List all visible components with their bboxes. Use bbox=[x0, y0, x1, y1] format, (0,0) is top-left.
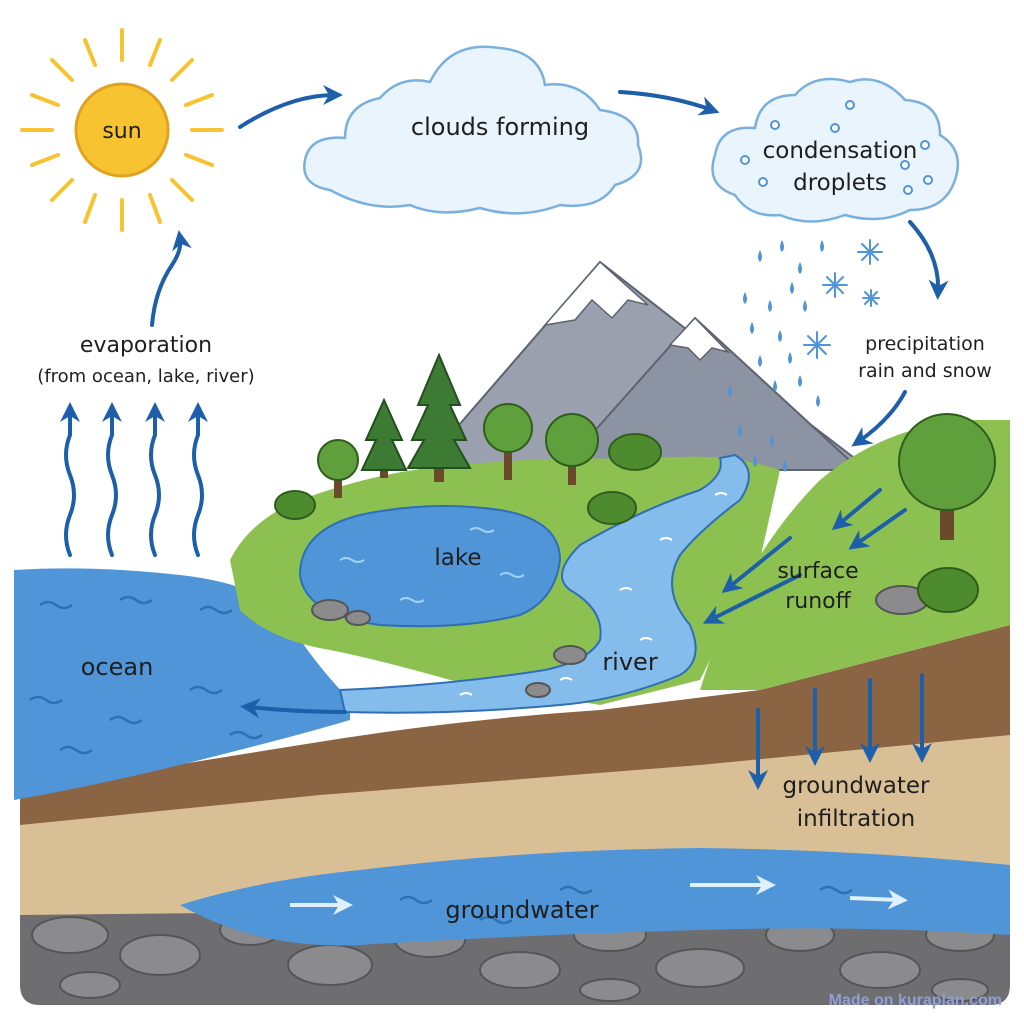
lake bbox=[298, 505, 562, 628]
sun bbox=[20, 28, 224, 232]
label-infiltration-line1: groundwater bbox=[783, 773, 930, 799]
round-tree bbox=[317, 439, 359, 498]
runoff-arrows bbox=[702, 488, 907, 624]
pine-tree bbox=[406, 352, 472, 482]
snowflake-icon bbox=[822, 272, 848, 298]
label-condensation-line2: droplets bbox=[793, 170, 887, 196]
snow-cap bbox=[543, 260, 649, 327]
label-surface-runoff-line2: runoff bbox=[785, 589, 851, 614]
groundwater-flow-arrow bbox=[849, 889, 908, 910]
label-precipitation-line2: rain and snow bbox=[858, 360, 992, 382]
label-evaporation-line1: evaporation bbox=[80, 333, 212, 358]
evaporation-arrows bbox=[60, 402, 208, 557]
snowflake-icon bbox=[862, 289, 880, 307]
arrow-cloud-to-condensation bbox=[618, 90, 720, 116]
arrow-condensation-to-precipitation bbox=[908, 220, 949, 300]
label-surface-runoff-line1: surface bbox=[777, 559, 858, 584]
cloud-forming bbox=[303, 45, 643, 215]
label-evaporation-line2: (from ocean, lake, river) bbox=[37, 366, 254, 387]
label-groundwater: groundwater bbox=[445, 896, 598, 924]
snowflakes bbox=[803, 239, 883, 359]
arrow-river-to-ocean bbox=[240, 698, 347, 719]
mountains bbox=[417, 260, 873, 471]
groundwater-aquifer bbox=[180, 848, 1010, 946]
label-condensation-line1: condensation bbox=[763, 138, 918, 164]
arrow-evaporation-to-sun bbox=[150, 230, 192, 327]
watermark: Made on kuraplan.com bbox=[829, 992, 1002, 1009]
label-precipitation-line1: precipitation bbox=[865, 333, 985, 355]
snowflake-icon bbox=[803, 331, 831, 359]
round-tree bbox=[483, 403, 533, 480]
labels: sun clouds forming condensation droplets… bbox=[37, 113, 992, 924]
label-ocean: ocean bbox=[81, 653, 154, 681]
arrow-precipitation-to-land bbox=[851, 390, 907, 447]
cloud-condensation bbox=[711, 77, 960, 223]
round-tree bbox=[898, 413, 996, 540]
pine-tree bbox=[360, 397, 408, 478]
label-infiltration-line2: infiltration bbox=[797, 806, 915, 832]
soil-layer bbox=[20, 625, 1010, 825]
label-clouds-forming: clouds forming bbox=[411, 113, 589, 141]
trees bbox=[317, 352, 996, 540]
rocks bbox=[311, 585, 929, 698]
label-sun: sun bbox=[102, 119, 141, 144]
label-lake: lake bbox=[434, 545, 481, 571]
raindrops bbox=[728, 240, 824, 472]
snow-cap bbox=[668, 316, 731, 362]
snowflake-icon bbox=[857, 239, 883, 265]
cycle-arrows bbox=[150, 85, 949, 719]
label-river: river bbox=[602, 648, 658, 676]
infiltration-arrows bbox=[748, 673, 932, 790]
bushes bbox=[274, 433, 979, 613]
arrow-sun-to-cloud bbox=[238, 85, 343, 129]
round-tree bbox=[545, 413, 599, 485]
